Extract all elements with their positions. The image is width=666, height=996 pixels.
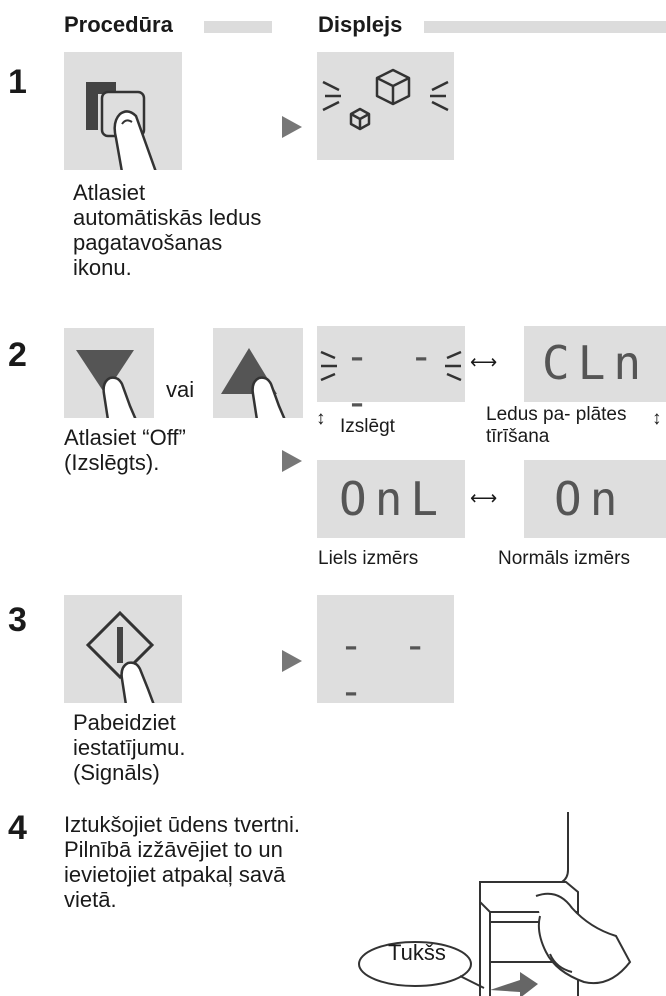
step-3-number: 3 <box>8 601 27 639</box>
display-cln-panel: CLn <box>524 326 666 402</box>
label-on: Normāls izmērs <box>498 548 630 569</box>
step-2-number: 2 <box>8 336 27 374</box>
display-cln-segments: CLn <box>542 336 650 390</box>
header-procedure: Procedūra <box>64 12 173 37</box>
down-button-panel <box>64 328 154 418</box>
step-3-instruction: Pabeidziet iestatījumu. (Signāls) <box>73 710 186 785</box>
step-2-instruction: Atlasiet “Off” (Izslēgts). <box>64 425 186 475</box>
step-1-instruction: Atlasiet automātiskās ledus pagatavošana… <box>73 180 262 280</box>
play-arrow-icon <box>282 450 302 472</box>
step-1-display-panel <box>317 52 454 160</box>
display-off-segments: - - - <box>345 334 442 426</box>
header-procedure-bar <box>204 21 272 33</box>
power-icon <box>85 610 155 703</box>
blink-lines-icon <box>320 350 462 382</box>
header-display-bar <box>424 21 666 33</box>
up-button-panel <box>213 328 303 418</box>
up-arrow-icon <box>221 348 286 418</box>
display-on-segments: On <box>554 472 626 526</box>
display-onl-segments: OnL <box>339 472 447 526</box>
callout-empty: Tukšs <box>388 940 446 965</box>
water-tank-icon <box>358 812 632 996</box>
or-text: vai <box>166 377 195 402</box>
play-arrow-icon <box>282 116 302 138</box>
header-display: Displejs <box>318 12 403 37</box>
ice-cubes-icon <box>322 68 449 131</box>
finger-icon <box>113 110 157 170</box>
step-4-instruction: Iztukšojiet ūdens tvertni. Pilnībā izžāv… <box>64 812 301 912</box>
display-on-panel: On <box>524 460 666 538</box>
step-3-button-panel <box>64 595 182 703</box>
display-off-panel: - - - <box>317 326 465 426</box>
arrow-horizontal-top: ⟷ <box>470 352 498 373</box>
down-arrow-icon <box>76 350 137 418</box>
arrow-horizontal-bottom: ⟷ <box>470 488 498 509</box>
auto-ice-icon <box>86 82 157 170</box>
display-onl-panel: OnL <box>317 460 465 538</box>
step-1-number: 1 <box>8 63 27 101</box>
label-cln: Ledus pa- plātes tīrīšana <box>486 404 627 447</box>
step-1-button-panel <box>64 52 182 170</box>
step-4-number: 4 <box>8 809 27 847</box>
label-onl: Liels izmērs <box>318 548 419 569</box>
arrow-vertical-right: ↕ <box>652 408 662 429</box>
water-tank-illustration: Tukšs <box>340 812 666 996</box>
arrow-vertical-left: ↕ <box>316 408 326 429</box>
label-off: Izslēgt <box>340 416 395 437</box>
step-3-display-segments: - - - <box>339 623 436 715</box>
play-arrow-icon <box>282 650 302 672</box>
step-3-display-panel: - - - <box>317 595 454 715</box>
